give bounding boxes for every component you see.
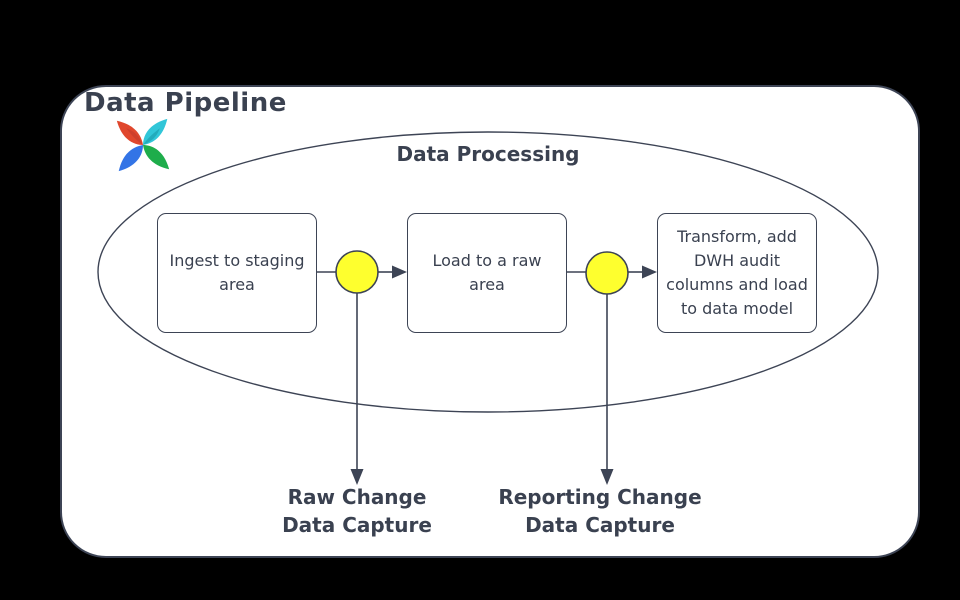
page-title: Data Pipeline bbox=[84, 88, 287, 118]
pinwheel-logo-icon bbox=[116, 118, 170, 172]
pinwheel-blade-blue bbox=[118, 145, 143, 172]
node-ingest-staging: Ingest to staging area bbox=[157, 213, 317, 333]
node-ingest-staging-label: Ingest to staging area bbox=[169, 251, 305, 294]
node-transform-load: Transform, add DWH audit columns and loa… bbox=[657, 213, 817, 333]
pinwheel-blade-green bbox=[143, 145, 170, 170]
label-reporting-change-data-capture: Reporting Change Data Capture bbox=[498, 485, 702, 537]
group-label-data-processing: Data Processing bbox=[396, 142, 580, 166]
node-load-raw: Load to a raw area bbox=[407, 213, 567, 333]
node-load-raw-label: Load to a raw area bbox=[432, 251, 542, 294]
label-raw-change-data-capture: Raw Change Data Capture bbox=[282, 485, 432, 537]
node-transform-load-label: Transform, add DWH audit columns and loa… bbox=[666, 227, 808, 318]
